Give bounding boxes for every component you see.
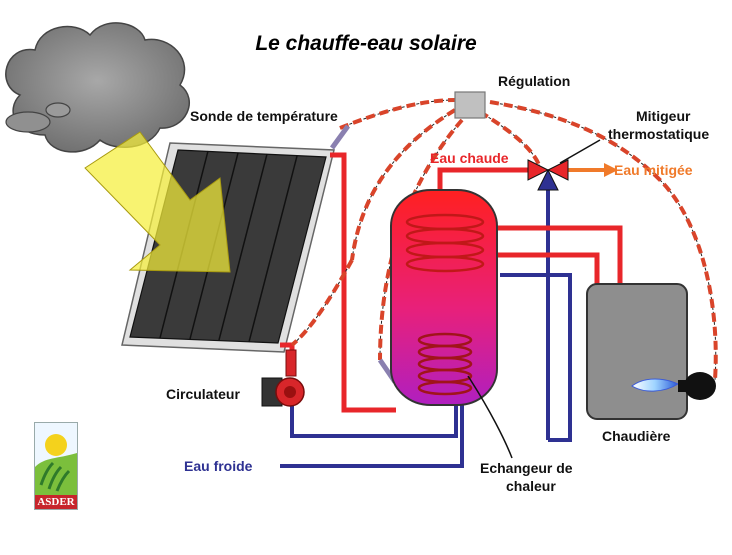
label-echangeur-line2: chaleur xyxy=(506,478,556,494)
label-chaudiere: Chaudière xyxy=(602,428,671,444)
burner-flame-icon xyxy=(631,372,716,400)
mitigeur-pointer xyxy=(559,139,601,164)
label-eau-chaude: Eau chaude xyxy=(430,150,509,166)
mixed-arrow-head xyxy=(604,163,618,177)
label-mitigeur: Mitigeur xyxy=(636,108,691,124)
logo-icon: ASDER xyxy=(34,422,78,510)
diagram-title: Le chauffe-eau solaire xyxy=(255,32,477,55)
temperature-probe xyxy=(329,124,351,150)
label-eau-mitigee: Eau mitigée xyxy=(614,162,693,178)
storage-tank xyxy=(390,189,498,406)
label-echangeur-line1: Echangeur de xyxy=(480,460,573,476)
hot-water-pipes xyxy=(280,152,623,413)
pump-icon xyxy=(261,349,305,407)
regulation-box xyxy=(454,91,486,119)
label-circulateur: Circulateur xyxy=(166,386,240,402)
boiler xyxy=(586,283,688,420)
label-regulation: Régulation xyxy=(498,73,571,89)
valve-icon xyxy=(527,159,569,191)
logo-text: ASDER xyxy=(35,495,77,509)
logo-graphic xyxy=(35,423,77,495)
sun-ray-arrow-icon xyxy=(84,131,231,273)
echangeur-pointer xyxy=(467,375,513,459)
cloud-icon xyxy=(5,22,190,153)
cold-water-pipes xyxy=(280,180,572,468)
label-sonde: Sonde de température xyxy=(190,108,338,124)
label-eau-froide: Eau froide xyxy=(184,458,253,474)
label-thermostatique: thermostatique xyxy=(608,126,710,142)
sensor-wires xyxy=(290,98,718,381)
